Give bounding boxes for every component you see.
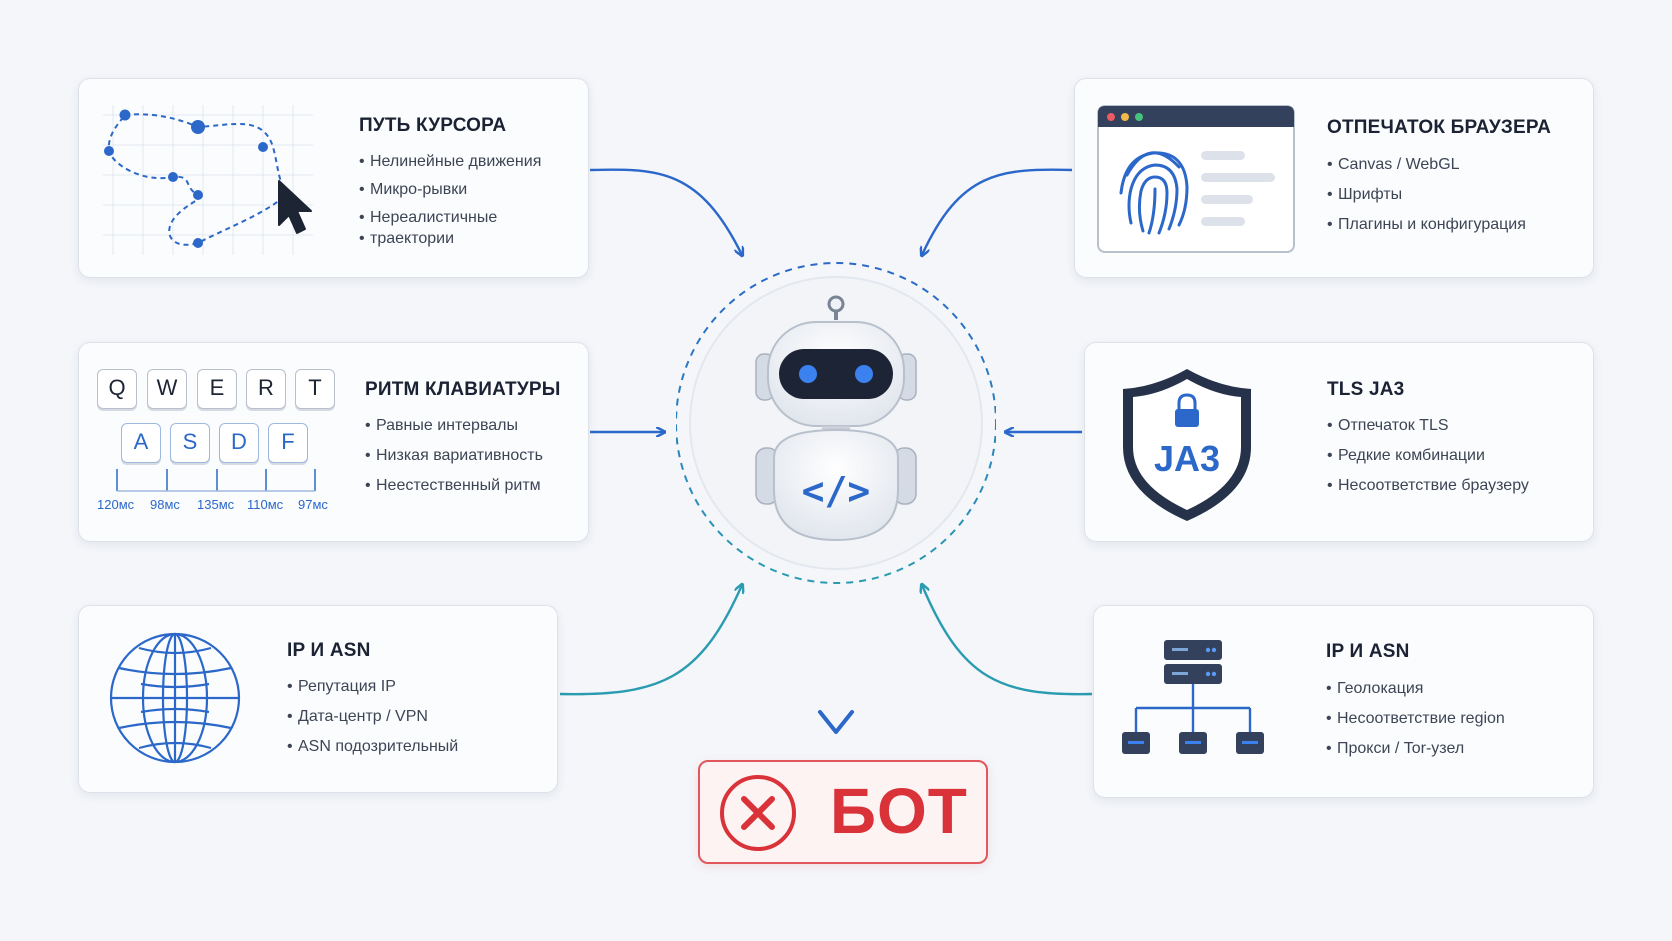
key-a: A	[121, 423, 161, 463]
bullet-item: Нелинейные движения	[359, 151, 541, 172]
reject-x-icon	[720, 775, 796, 851]
bullet-item: Несоответствие браузеру	[1327, 475, 1529, 496]
interval-label: 120мс	[97, 497, 135, 512]
bullet-item: Canvas / WebGL	[1327, 154, 1526, 175]
cursor-path-illustration	[103, 105, 313, 255]
verdict-label: БОТ	[830, 775, 968, 847]
arrow-ip-left	[559, 585, 742, 696]
bullet-item: Геолокация	[1326, 678, 1505, 699]
key-q: Q	[97, 369, 137, 409]
bullet-list: Репутация IP Дата-центр / VPN ASN подозр…	[287, 676, 458, 766]
card-keyboard-rhythm: Q W E R T A S D F 120мс 98мс 135мс 110мс…	[78, 342, 589, 542]
bullet-item: Шрифты	[1327, 184, 1526, 205]
globe-icon	[109, 632, 241, 764]
bullet-item: Редкие комбинации	[1327, 445, 1529, 466]
shield-lock-icon: JA3	[1123, 369, 1251, 521]
interval-label: 110мс	[247, 497, 284, 512]
bullet-item-continued: траектории	[359, 228, 541, 249]
bullet-item: Микро-рывки	[359, 179, 541, 200]
card-browser-fingerprint: ОТПЕЧАТОК БРАУЗЕРА Canvas / WebGL Шрифты…	[1074, 78, 1594, 278]
cursor-arrow-icon	[278, 180, 312, 234]
key-w: W	[147, 369, 187, 409]
bot-verdict-badge: БОТ	[698, 760, 988, 864]
card-ip-asn-left: IP И ASN Репутация IP Дата-центр / VPN A…	[78, 605, 558, 793]
bot-detector-hub: </>	[675, 258, 997, 588]
bullet-item: Дата-центр / VPN	[287, 706, 458, 727]
card-title: IP И ASN	[1326, 641, 1410, 662]
key-r: R	[246, 369, 286, 409]
interval-label: 98мс	[150, 497, 180, 512]
bullet-list: Равные интервалы Низкая вариативность Не…	[365, 415, 543, 505]
card-tls-ja3: JA3 TLS JA3 Отпечаток TLS Редкие комбина…	[1084, 342, 1594, 542]
code-symbol: </>	[802, 469, 871, 513]
keyboard-illustration: Q W E R T A S D F 120мс 98мс 135мс 110мс…	[97, 369, 347, 519]
ja3-badge: JA3	[1154, 438, 1220, 479]
bullet-item: Равные интервалы	[365, 415, 543, 436]
interval-label: 135мс	[197, 497, 235, 512]
card-ip-asn-right: IP И ASN Геолокация Несоответствие regio…	[1093, 605, 1594, 798]
key-e: E	[197, 369, 237, 409]
bullet-list: Геолокация Несоответствие region Прокси …	[1326, 678, 1505, 768]
card-cursor-path: ПУТЬ КУРСОРА Нелинейные движения Микро-р…	[78, 78, 589, 278]
bullet-item: Низкая вариативность	[365, 445, 543, 466]
bullet-item: Неестественный ритм	[365, 475, 543, 496]
card-title: ОТПЕЧАТОК БРАУЗЕРА	[1327, 117, 1552, 138]
card-title: РИТМ КЛАВИАТУРЫ	[365, 379, 561, 400]
card-title: ПУТЬ КУРСОРА	[359, 115, 507, 136]
browser-window-illustration	[1097, 105, 1295, 253]
interval-label: 97мс	[298, 497, 328, 512]
server-network-icon	[1122, 640, 1264, 754]
bullet-item: Нереалистичные	[359, 207, 541, 228]
key-d: D	[219, 423, 259, 463]
card-title: IP И ASN	[287, 640, 371, 661]
bullet-list: Отпечаток TLS Редкие комбинации Несоотве…	[1327, 415, 1529, 505]
arrow-cursor	[589, 168, 742, 255]
key-f: F	[268, 423, 308, 463]
card-title: TLS JA3	[1327, 379, 1405, 400]
bullet-item: Плагины и конфигурация	[1327, 214, 1526, 235]
arrow-ip-right	[922, 585, 1093, 696]
bullet-item: Отпечаток TLS	[1327, 415, 1529, 436]
bullet-list: Нелинейные движения Микро-рывки Нереалис…	[359, 151, 541, 249]
bullet-item: ASN подозрительный	[287, 736, 458, 757]
bullet-item: Репутация IP	[287, 676, 458, 697]
bullet-item: Несоответствие region	[1326, 708, 1505, 729]
bullet-item: Прокси / Tor-узел	[1326, 738, 1505, 759]
fingerprint-icon	[1119, 151, 1189, 235]
key-s: S	[170, 423, 210, 463]
bullet-list: Canvas / WebGL Шрифты Плагины и конфигур…	[1327, 154, 1526, 244]
key-t: T	[295, 369, 335, 409]
arrow-fingerprint	[922, 168, 1073, 255]
